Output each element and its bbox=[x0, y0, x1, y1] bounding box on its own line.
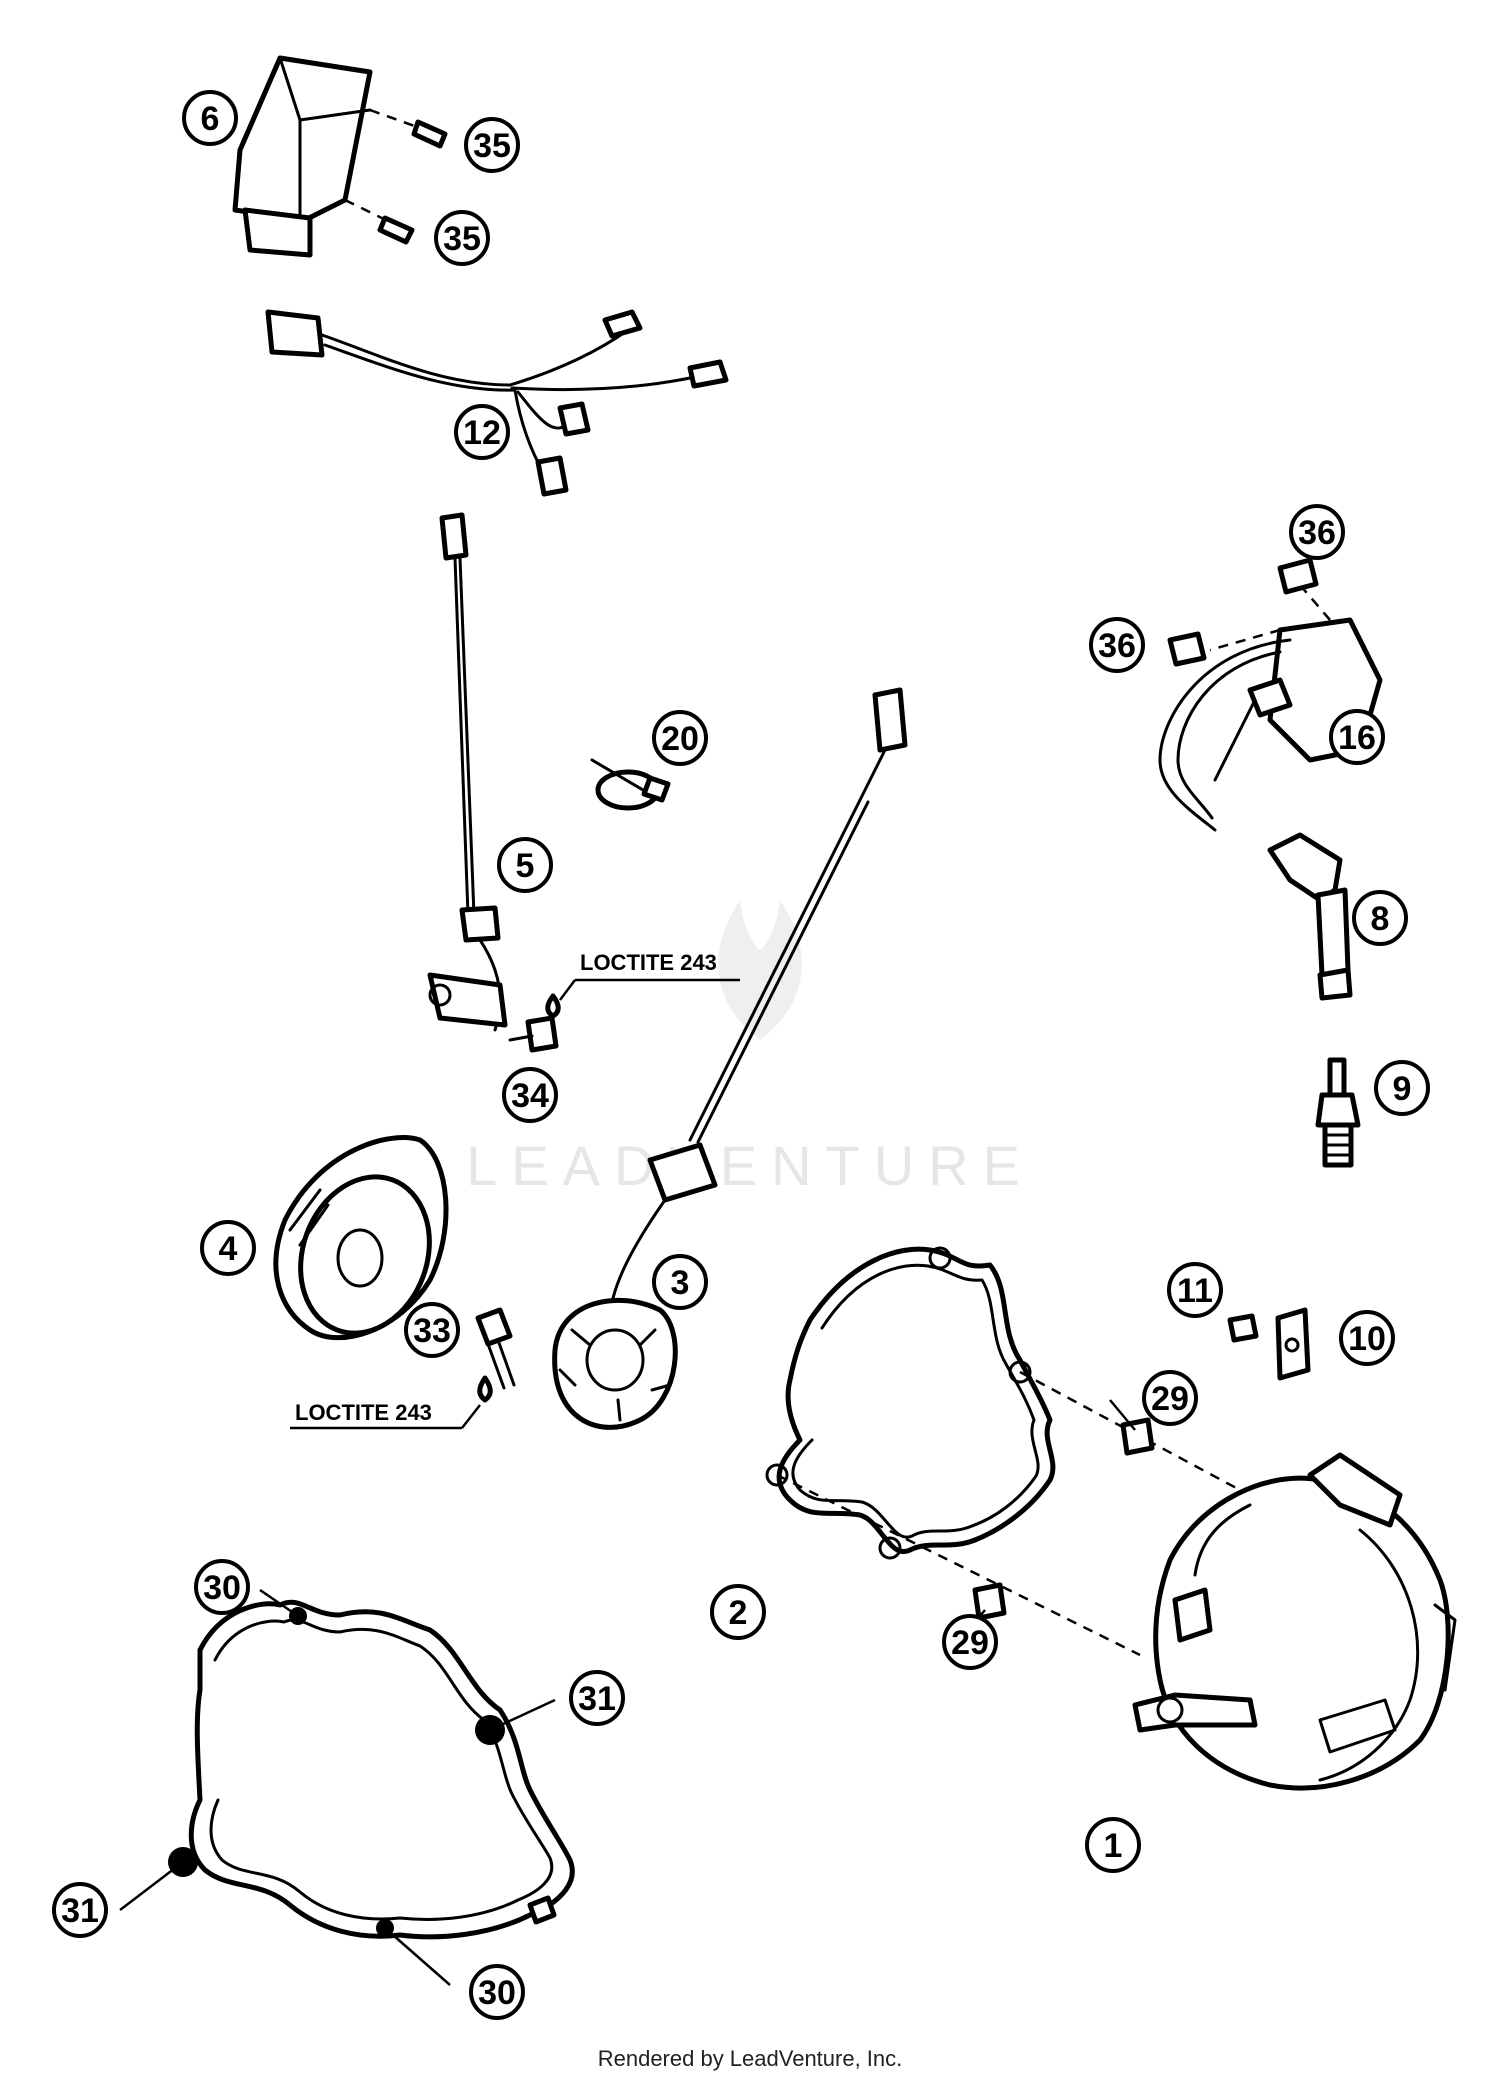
svg-text:16: 16 bbox=[1338, 719, 1376, 757]
callout-30-lower: 30 bbox=[469, 1964, 525, 2020]
svg-text:30: 30 bbox=[203, 1569, 241, 1607]
part-flywheel bbox=[273, 1135, 449, 1341]
svg-text:31: 31 bbox=[61, 1892, 99, 1930]
svg-text:6: 6 bbox=[201, 100, 220, 138]
loctite-upper-text: LOCTITE 243 bbox=[580, 950, 717, 975]
svg-text:35: 35 bbox=[443, 220, 481, 258]
callout-9: 9 bbox=[1374, 1060, 1430, 1116]
part-stator-cover-gasket bbox=[168, 1599, 575, 1940]
svg-text:5: 5 bbox=[516, 847, 535, 885]
callout-34: 34 bbox=[502, 1067, 558, 1123]
svg-text:33: 33 bbox=[413, 1312, 451, 1350]
part-ignition-coil bbox=[1158, 557, 1383, 832]
svg-text:9: 9 bbox=[1393, 1070, 1412, 1108]
callout-36-upper: 36 bbox=[1289, 504, 1345, 560]
svg-text:20: 20 bbox=[661, 720, 699, 758]
callout-5: 5 bbox=[497, 837, 553, 893]
part-stator bbox=[552, 687, 908, 1430]
callout-1: 1 bbox=[1085, 1817, 1141, 1873]
callout-36-lower: 36 bbox=[1089, 617, 1145, 673]
svg-text:8: 8 bbox=[1371, 900, 1390, 938]
svg-text:11: 11 bbox=[1177, 1272, 1213, 1310]
svg-text:1: 1 bbox=[1104, 1827, 1123, 1865]
part-wire-harness bbox=[265, 309, 729, 497]
callout-10: 10 bbox=[1339, 1310, 1395, 1366]
callout-31-lower: 31 bbox=[52, 1882, 108, 1938]
svg-text:12: 12 bbox=[463, 414, 501, 452]
callout-35-upper: 35 bbox=[464, 117, 520, 173]
callout-29-upper: 29 bbox=[1142, 1370, 1198, 1426]
part-cable-tie bbox=[590, 758, 671, 811]
svg-text:29: 29 bbox=[951, 1624, 989, 1662]
callout-30-upper: 30 bbox=[194, 1559, 250, 1615]
svg-text:36: 36 bbox=[1098, 627, 1136, 665]
callout-29-lower: 29 bbox=[942, 1614, 998, 1670]
svg-text:35: 35 bbox=[473, 127, 511, 165]
callout-33: 33 bbox=[404, 1302, 460, 1358]
svg-text:36: 36 bbox=[1298, 514, 1336, 552]
part-spark-plug-cap bbox=[1267, 832, 1353, 1001]
callout-16: 16 bbox=[1329, 709, 1385, 765]
part-spark-plug bbox=[1315, 1057, 1361, 1168]
svg-text:30: 30 bbox=[478, 1974, 516, 2012]
part-bolt-33 bbox=[475, 1307, 516, 1390]
callout-20: 20 bbox=[652, 710, 708, 766]
svg-text:10: 10 bbox=[1348, 1320, 1386, 1358]
svg-text:34: 34 bbox=[511, 1077, 549, 1115]
part-dowel-sleeves bbox=[776, 1370, 1241, 1657]
loctite-lower-text: LOCTITE 243 bbox=[295, 1400, 432, 1425]
part-cover-gasket bbox=[765, 1246, 1056, 1560]
svg-text:29: 29 bbox=[1151, 1380, 1189, 1418]
callout-11: 11 bbox=[1167, 1262, 1223, 1318]
callout-4: 4 bbox=[200, 1220, 256, 1276]
svg-text:2: 2 bbox=[729, 1594, 748, 1632]
callout-12: 12 bbox=[454, 404, 510, 460]
part-screw-11 bbox=[1227, 1313, 1259, 1343]
leadventure-watermark: LEADVENTURE bbox=[466, 900, 1034, 1197]
part-bolt-34 bbox=[508, 1015, 559, 1053]
callout-6: 6 bbox=[182, 90, 238, 146]
watermark-text: LEADVENTURE bbox=[466, 1134, 1034, 1197]
render-credit: Rendered by LeadVenture, Inc. bbox=[597, 2046, 903, 2071]
leader-lines bbox=[119, 1399, 1136, 1986]
loctite-note-upper: LOCTITE 243 bbox=[545, 950, 740, 1019]
part-pulse-generator bbox=[427, 512, 508, 1032]
callout-31-upper: 31 bbox=[569, 1670, 625, 1726]
svg-text:4: 4 bbox=[219, 1230, 238, 1268]
part-bracket bbox=[1275, 1307, 1311, 1381]
part-ignition-cover bbox=[1132, 1452, 1457, 1791]
callout-3: 3 bbox=[652, 1254, 708, 1310]
callout-35-lower: 35 bbox=[434, 210, 490, 266]
loctite-note-lower: LOCTITE 243 bbox=[290, 1375, 493, 1430]
svg-text:3: 3 bbox=[671, 1264, 690, 1302]
part-cdi-unit bbox=[232, 55, 448, 258]
callout-8: 8 bbox=[1352, 890, 1408, 946]
svg-text:31: 31 bbox=[578, 1680, 616, 1718]
callout-2: 2 bbox=[710, 1584, 766, 1640]
